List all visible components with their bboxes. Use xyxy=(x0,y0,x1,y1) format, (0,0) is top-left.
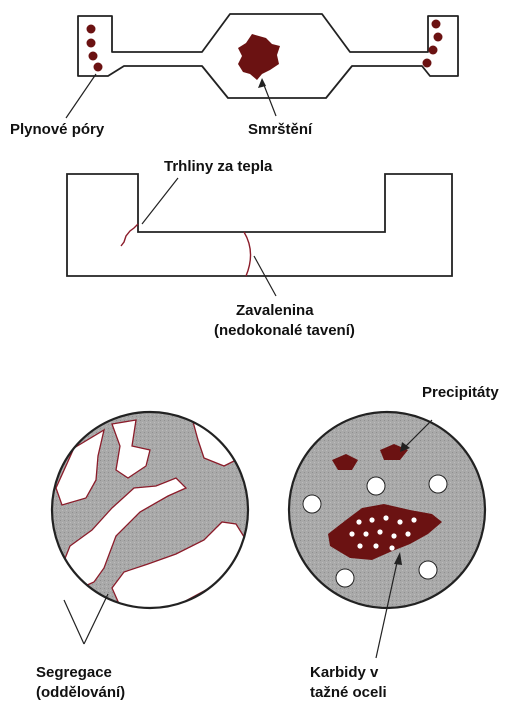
carbides-micrograph xyxy=(287,410,487,610)
gas-pores-pointer xyxy=(66,74,96,118)
cold-lap-label: Zavalenina xyxy=(236,302,314,320)
hot-crack-pointer xyxy=(142,178,178,224)
precipitates-label: Precipitáty xyxy=(422,384,499,402)
segregation-pointer-2 xyxy=(64,600,84,644)
casting-outline-middle xyxy=(67,174,452,276)
segregation-sublabel: (oddělování) xyxy=(36,684,125,702)
carbides-sublabel: tažné oceli xyxy=(310,684,387,702)
carbides-label: Karbidy v xyxy=(310,664,378,682)
cold-lap-sublabel: (nedokonalé tavení) xyxy=(214,322,355,340)
shrinkage-label: Smrštění xyxy=(248,121,312,139)
segregation-micrograph xyxy=(50,410,250,612)
segregation-label: Segregace xyxy=(36,664,112,682)
gas-pores-label: Plynové póry xyxy=(10,121,104,139)
segregation-pointer-1 xyxy=(84,594,108,644)
hot-cracks-label: Trhliny za tepla xyxy=(164,158,272,176)
